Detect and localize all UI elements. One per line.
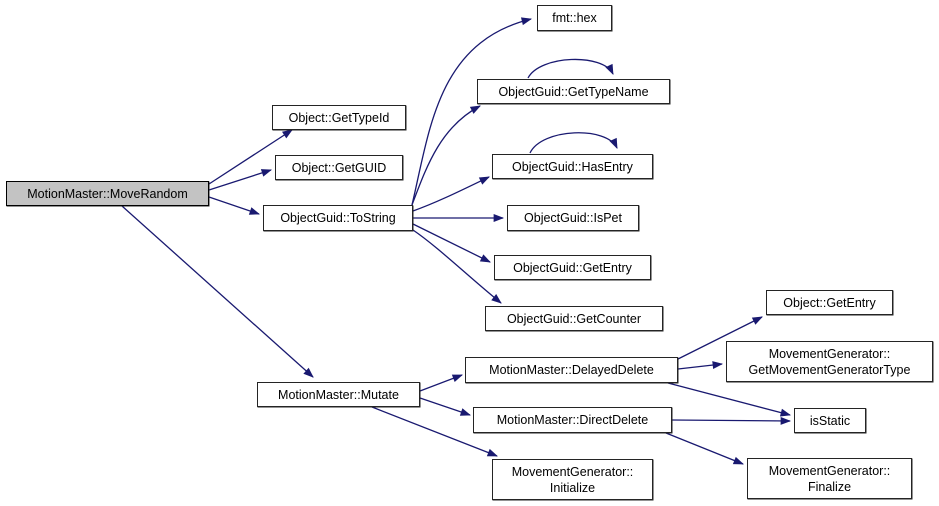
edge-gettypename-selfloop	[527, 58, 614, 79]
node-movementgenerator-getmovementgeneratortype[interactable]: MovementGenerator:: GetMovementGenerator…	[726, 341, 933, 382]
edge-moverandom-gettypeid	[208, 129, 293, 185]
edge-delayeddelete-isstatic	[667, 382, 792, 417]
node-motionmaster-moverandom: MotionMaster::MoveRandom	[6, 181, 209, 206]
node-object-gettypeid[interactable]: Object::GetTypeId	[272, 105, 406, 130]
node-objectguid-getcounter[interactable]: ObjectGuid::GetCounter	[485, 306, 663, 331]
node-movementgenerator-initialize[interactable]: MovementGenerator:: Initialize	[492, 459, 653, 500]
edge-mutate-mginitialize	[371, 406, 498, 457]
node-objectguid-ispet[interactable]: ObjectGuid::IsPet	[507, 205, 639, 231]
node-motionmaster-mutate[interactable]: MotionMaster::Mutate	[257, 382, 420, 407]
edge-moverandom-getguid	[208, 169, 272, 191]
edge-moverandom-tostring	[208, 196, 260, 215]
node-objectguid-gettypename[interactable]: ObjectGuid::GetTypeName	[477, 79, 670, 104]
node-object-getentry[interactable]: Object::GetEntry	[766, 290, 893, 315]
node-objectguid-hasentry[interactable]: ObjectGuid::HasEntry	[492, 154, 653, 179]
node-object-getguid[interactable]: Object::GetGUID	[275, 155, 403, 180]
node-motionmaster-delayeddelete[interactable]: MotionMaster::DelayedDelete	[465, 357, 678, 383]
edge-mutate-delayeddelete	[419, 374, 463, 392]
node-objectguid-tostring[interactable]: ObjectGuid::ToString	[263, 205, 413, 231]
edge-tostring-gettypename	[411, 105, 481, 206]
edge-hasentry-selfloop	[529, 132, 618, 154]
edge-delayeddelete-getmgtype	[677, 361, 724, 370]
edge-tostring-guidgetentry	[412, 223, 491, 263]
node-movementgenerator-finalize[interactable]: MovementGenerator:: Finalize	[747, 458, 912, 499]
node-objectguid-getentry[interactable]: ObjectGuid::GetEntry	[494, 255, 651, 280]
edge-moverandom-mutate	[121, 205, 314, 378]
edge-tostring-fmthex	[411, 17, 533, 206]
edge-tostring-getcounter	[412, 229, 502, 304]
edge-directdelete-isstatic	[671, 416, 792, 425]
edge-mutate-directdelete	[419, 397, 471, 416]
edge-delayeddelete-objgetentry	[677, 316, 763, 360]
node-isstatic[interactable]: isStatic	[794, 408, 866, 433]
node-motionmaster-directdelete[interactable]: MotionMaster::DirectDelete	[473, 407, 672, 433]
edge-directdelete-mgfinalize	[665, 432, 744, 465]
node-fmt-hex[interactable]: fmt::hex	[537, 5, 612, 31]
edge-tostring-hasentry	[412, 176, 490, 212]
